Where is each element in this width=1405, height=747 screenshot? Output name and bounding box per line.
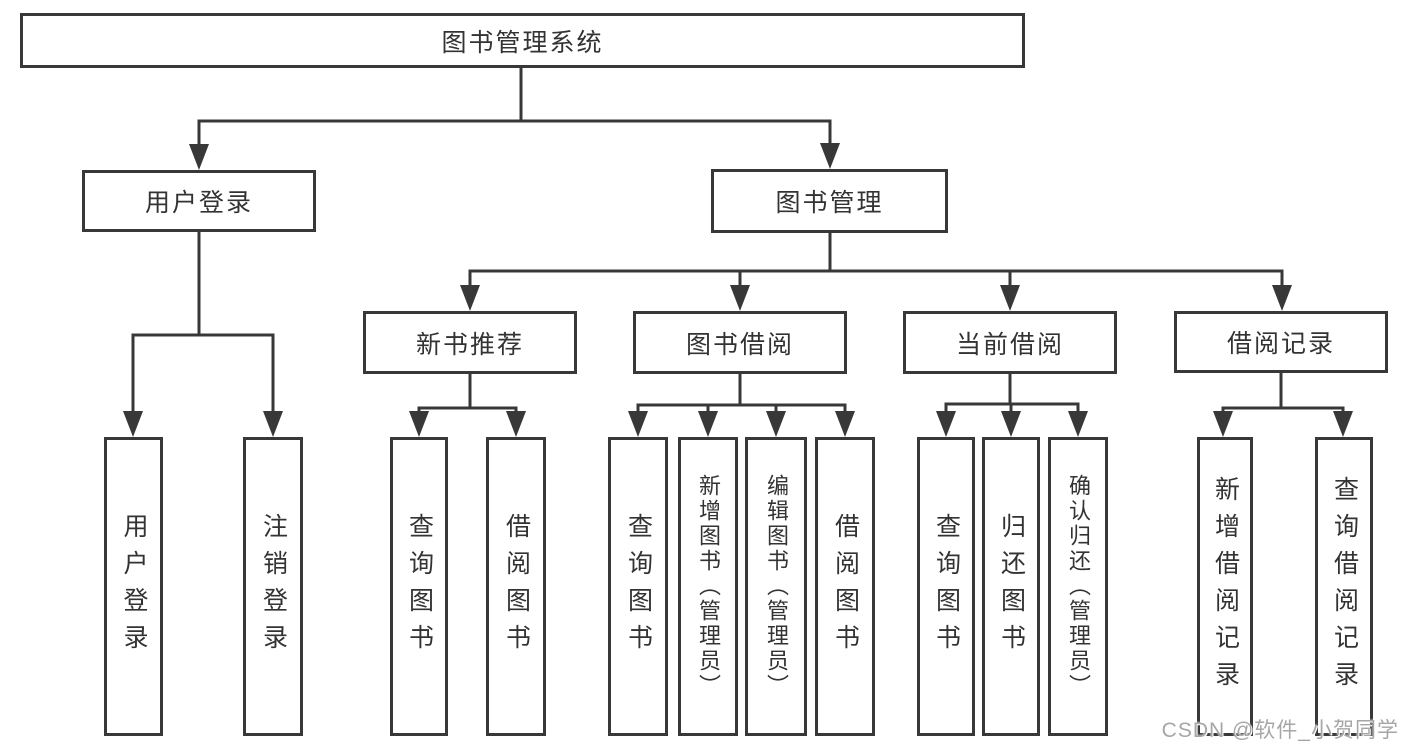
- connector-borrowing-records-children: [1213, 371, 1353, 437]
- node-label: 图书借阅: [685, 330, 794, 359]
- node-label: 归还图书: [997, 512, 1026, 661]
- leaf-borrow-books: 借阅图书: [815, 437, 875, 736]
- leaf-query-books-recommend: 查询图书: [390, 437, 448, 736]
- node-book-borrowing: 图书借阅: [633, 311, 847, 374]
- connector-current-borrowing-children: [936, 372, 1088, 437]
- node-label: 查询图书: [932, 512, 961, 661]
- leaf-add-borrow-record: 新增借阅记录: [1197, 437, 1253, 736]
- node-label: 查询借阅记录: [1330, 475, 1359, 698]
- connector-book-management-children: [460, 231, 1292, 311]
- leaf-query-books-current: 查询图书: [917, 437, 975, 736]
- connector-new-book-recommend-children: [409, 372, 526, 437]
- node-current-borrowing: 当前借阅: [903, 311, 1117, 374]
- node-new-book-recommend: 新书推荐: [363, 311, 577, 374]
- node-label: 借阅记录: [1226, 330, 1335, 358]
- node-label: 借阅图书: [502, 512, 531, 661]
- node-label: 新增图书（管理员）: [696, 474, 721, 699]
- connector-user-login-children: [123, 230, 283, 437]
- connector-book-borrowing-children: [628, 372, 855, 437]
- node-borrowing-records: 借阅记录: [1174, 311, 1388, 373]
- node-label: 借阅图书: [831, 512, 860, 661]
- node-book-management: 图书管理: [711, 169, 948, 233]
- node-user-login: 用户登录: [82, 170, 316, 232]
- node-label: 新增借阅记录: [1211, 475, 1240, 698]
- leaf-logout: 注销登录: [243, 437, 303, 736]
- node-label: 查询图书: [624, 512, 653, 661]
- leaf-confirm-return-admin: 确认归还（管理员）: [1048, 437, 1108, 736]
- node-label: 注销登录: [259, 512, 288, 661]
- leaf-edit-books-admin: 编辑图书（管理员）: [745, 437, 807, 736]
- csdn-watermark: CSDN @软件_小贺同学: [1161, 719, 1399, 742]
- node-label: 编辑图书（管理员）: [764, 474, 789, 699]
- node-label: 新书推荐: [415, 330, 524, 359]
- node-label: 确认归还（管理员）: [1066, 474, 1091, 699]
- node-book-management-system: 图书管理系统: [20, 13, 1025, 68]
- node-label: 用户登录: [120, 512, 148, 661]
- leaf-return-books: 归还图书: [982, 437, 1040, 736]
- node-label: 图书管理: [775, 189, 884, 217]
- node-label: 用户登录: [144, 189, 253, 217]
- node-label: 图书管理系统: [441, 28, 604, 57]
- node-label: 当前借阅: [955, 330, 1064, 359]
- leaf-add-books-admin: 新增图书（管理员）: [678, 437, 738, 736]
- leaf-query-borrow-record: 查询借阅记录: [1315, 437, 1373, 736]
- leaf-user-login: 用户登录: [104, 437, 163, 736]
- leaf-query-books-borrowing: 查询图书: [608, 437, 668, 736]
- connector-root-to-level2: [189, 66, 840, 170]
- leaf-borrow-books-recommend: 借阅图书: [486, 437, 546, 736]
- node-label: 查询图书: [405, 512, 434, 661]
